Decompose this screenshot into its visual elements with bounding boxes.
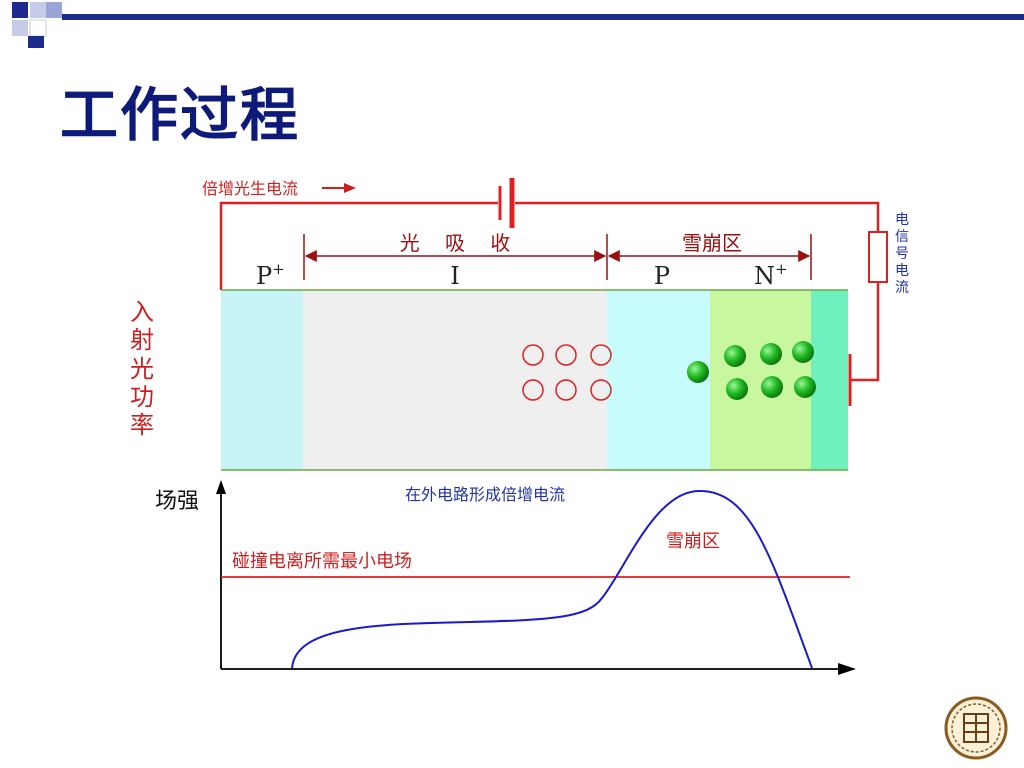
avalanche-curve-label: 雪崩区: [666, 531, 720, 552]
absorption-label: 光 吸 收: [400, 231, 511, 255]
contact-region: [811, 290, 848, 470]
p-label: P: [654, 262, 670, 290]
dimension-lines: [303, 234, 812, 280]
hole: [555, 344, 577, 366]
avalanche-region-label: 雪崩区: [682, 231, 742, 255]
electron: [794, 376, 816, 398]
electron: [760, 343, 782, 365]
i-region: [303, 290, 607, 470]
electron: [792, 341, 814, 363]
p-plus-label: P+: [256, 260, 285, 290]
hole: [555, 379, 577, 401]
threshold-label: 碰撞电离所需最小电场: [232, 551, 412, 572]
university-seal-icon: [944, 696, 1008, 760]
photocurrent-label: 倍增光生电流: [202, 179, 298, 198]
x-axis-arrow-icon: [838, 663, 856, 675]
hole: [590, 379, 612, 401]
y-axis-arrow-icon: [216, 480, 226, 494]
electron: [724, 345, 746, 367]
n-plus-label: N+: [754, 260, 788, 290]
field-curve: [291, 489, 813, 669]
resistor-icon: [868, 231, 888, 283]
field-strength-label: 场强: [155, 489, 199, 514]
field-graph: [216, 480, 856, 675]
electron: [726, 378, 748, 400]
battery-icon: [498, 178, 515, 228]
current-arrow-icon: [322, 183, 356, 193]
external-circuit: [219, 201, 880, 382]
holes: [522, 344, 612, 401]
signal-current-label: 电信号电流: [895, 212, 909, 297]
external-current-label: 在外电路形成倍增电流: [405, 485, 565, 504]
p-plus-region: [221, 290, 303, 470]
page-title: 工作过程: [60, 81, 301, 149]
n-plus-region: [710, 290, 811, 470]
hole: [522, 344, 544, 366]
hole: [590, 344, 612, 366]
corner-decoration: [12, 2, 62, 48]
header-bar: [62, 14, 1024, 20]
device-structure: [221, 289, 848, 471]
incident-power-label: 入射光功率: [130, 298, 154, 440]
hole: [522, 379, 544, 401]
intrinsic-label: I: [450, 262, 459, 290]
electron: [687, 361, 709, 383]
electrons: [687, 341, 816, 400]
electron: [761, 376, 783, 398]
